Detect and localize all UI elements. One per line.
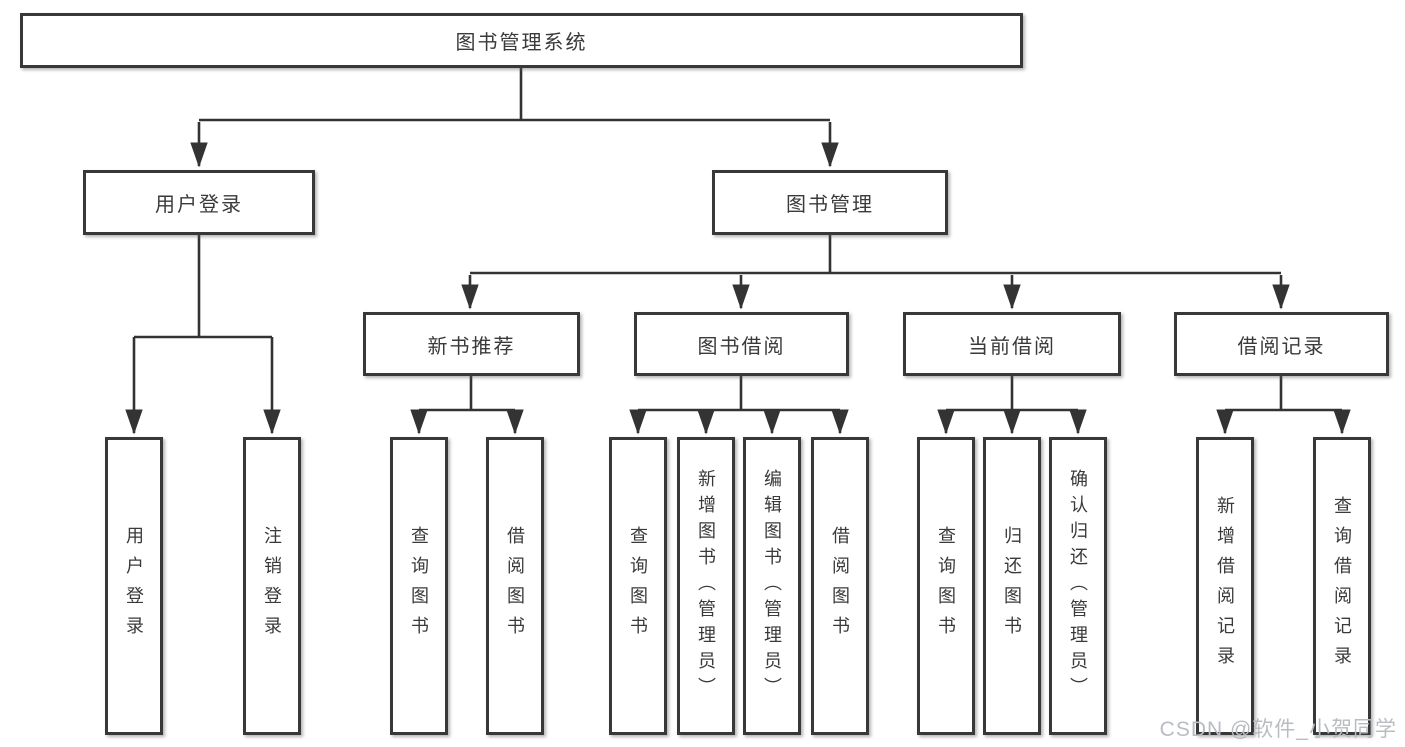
node-label: 新书推荐 [427, 335, 516, 358]
node-label: 注销登录 [262, 526, 282, 646]
node-label: 新增图书（管理员） [696, 469, 716, 703]
leaf-borrow-books: 借阅图书 [811, 437, 869, 735]
leaf-return-books: 归还图书 [983, 437, 1041, 735]
node-label: 查询图书 [628, 526, 648, 646]
node-label: 查询图书 [409, 526, 429, 646]
node-label: 查询借阅记录 [1332, 496, 1352, 676]
node-label: 借阅记录 [1237, 335, 1326, 358]
leaf-query-books: 查询图书 [917, 437, 975, 735]
leaf-edit-books-admin: 编辑图书（管理员） [743, 437, 801, 735]
leaf-logout: 注销登录 [243, 437, 301, 735]
node-borrow-records: 借阅记录 [1174, 312, 1389, 376]
node-library-system-root: 图书管理系统 [20, 13, 1023, 68]
node-book-management-branch: 图书管理 [712, 170, 948, 235]
node-label: 用户登录 [155, 194, 243, 216]
leaf-query-borrow-record: 查询借阅记录 [1313, 437, 1371, 735]
node-new-book-recommend: 新书推荐 [363, 312, 580, 376]
leaf-add-books-admin: 新增图书（管理员） [677, 437, 735, 735]
node-label: 确认归还（管理员） [1068, 469, 1088, 703]
node-label: 用户登录 [124, 526, 144, 646]
node-label: 借阅图书 [505, 526, 525, 646]
node-label: 图书管理 [786, 194, 874, 216]
leaf-user-login: 用户登录 [105, 437, 163, 735]
node-label: 借阅图书 [830, 526, 850, 646]
node-label: 查询图书 [936, 526, 956, 646]
leaf-confirm-return-admin: 确认归还（管理员） [1049, 437, 1107, 735]
node-label: 编辑图书（管理员） [762, 469, 782, 703]
node-current-borrow: 当前借阅 [903, 312, 1121, 376]
leaf-borrow-books: 借阅图书 [486, 437, 544, 735]
leaf-query-books: 查询图书 [609, 437, 667, 735]
node-label: 当前借阅 [968, 335, 1056, 358]
leaf-add-borrow-record: 新增借阅记录 [1196, 437, 1254, 735]
leaf-query-books: 查询图书 [390, 437, 448, 735]
node-book-borrow: 图书借阅 [634, 312, 849, 376]
node-label: 归还图书 [1002, 526, 1022, 646]
csdn-watermark: CSDN @软件_小贺同学 [1159, 718, 1397, 741]
node-label: 新增借阅记录 [1215, 496, 1235, 676]
node-label: 图书借阅 [697, 335, 786, 358]
node-user-login-branch: 用户登录 [83, 170, 315, 235]
node-label: 图书管理系统 [455, 32, 588, 54]
